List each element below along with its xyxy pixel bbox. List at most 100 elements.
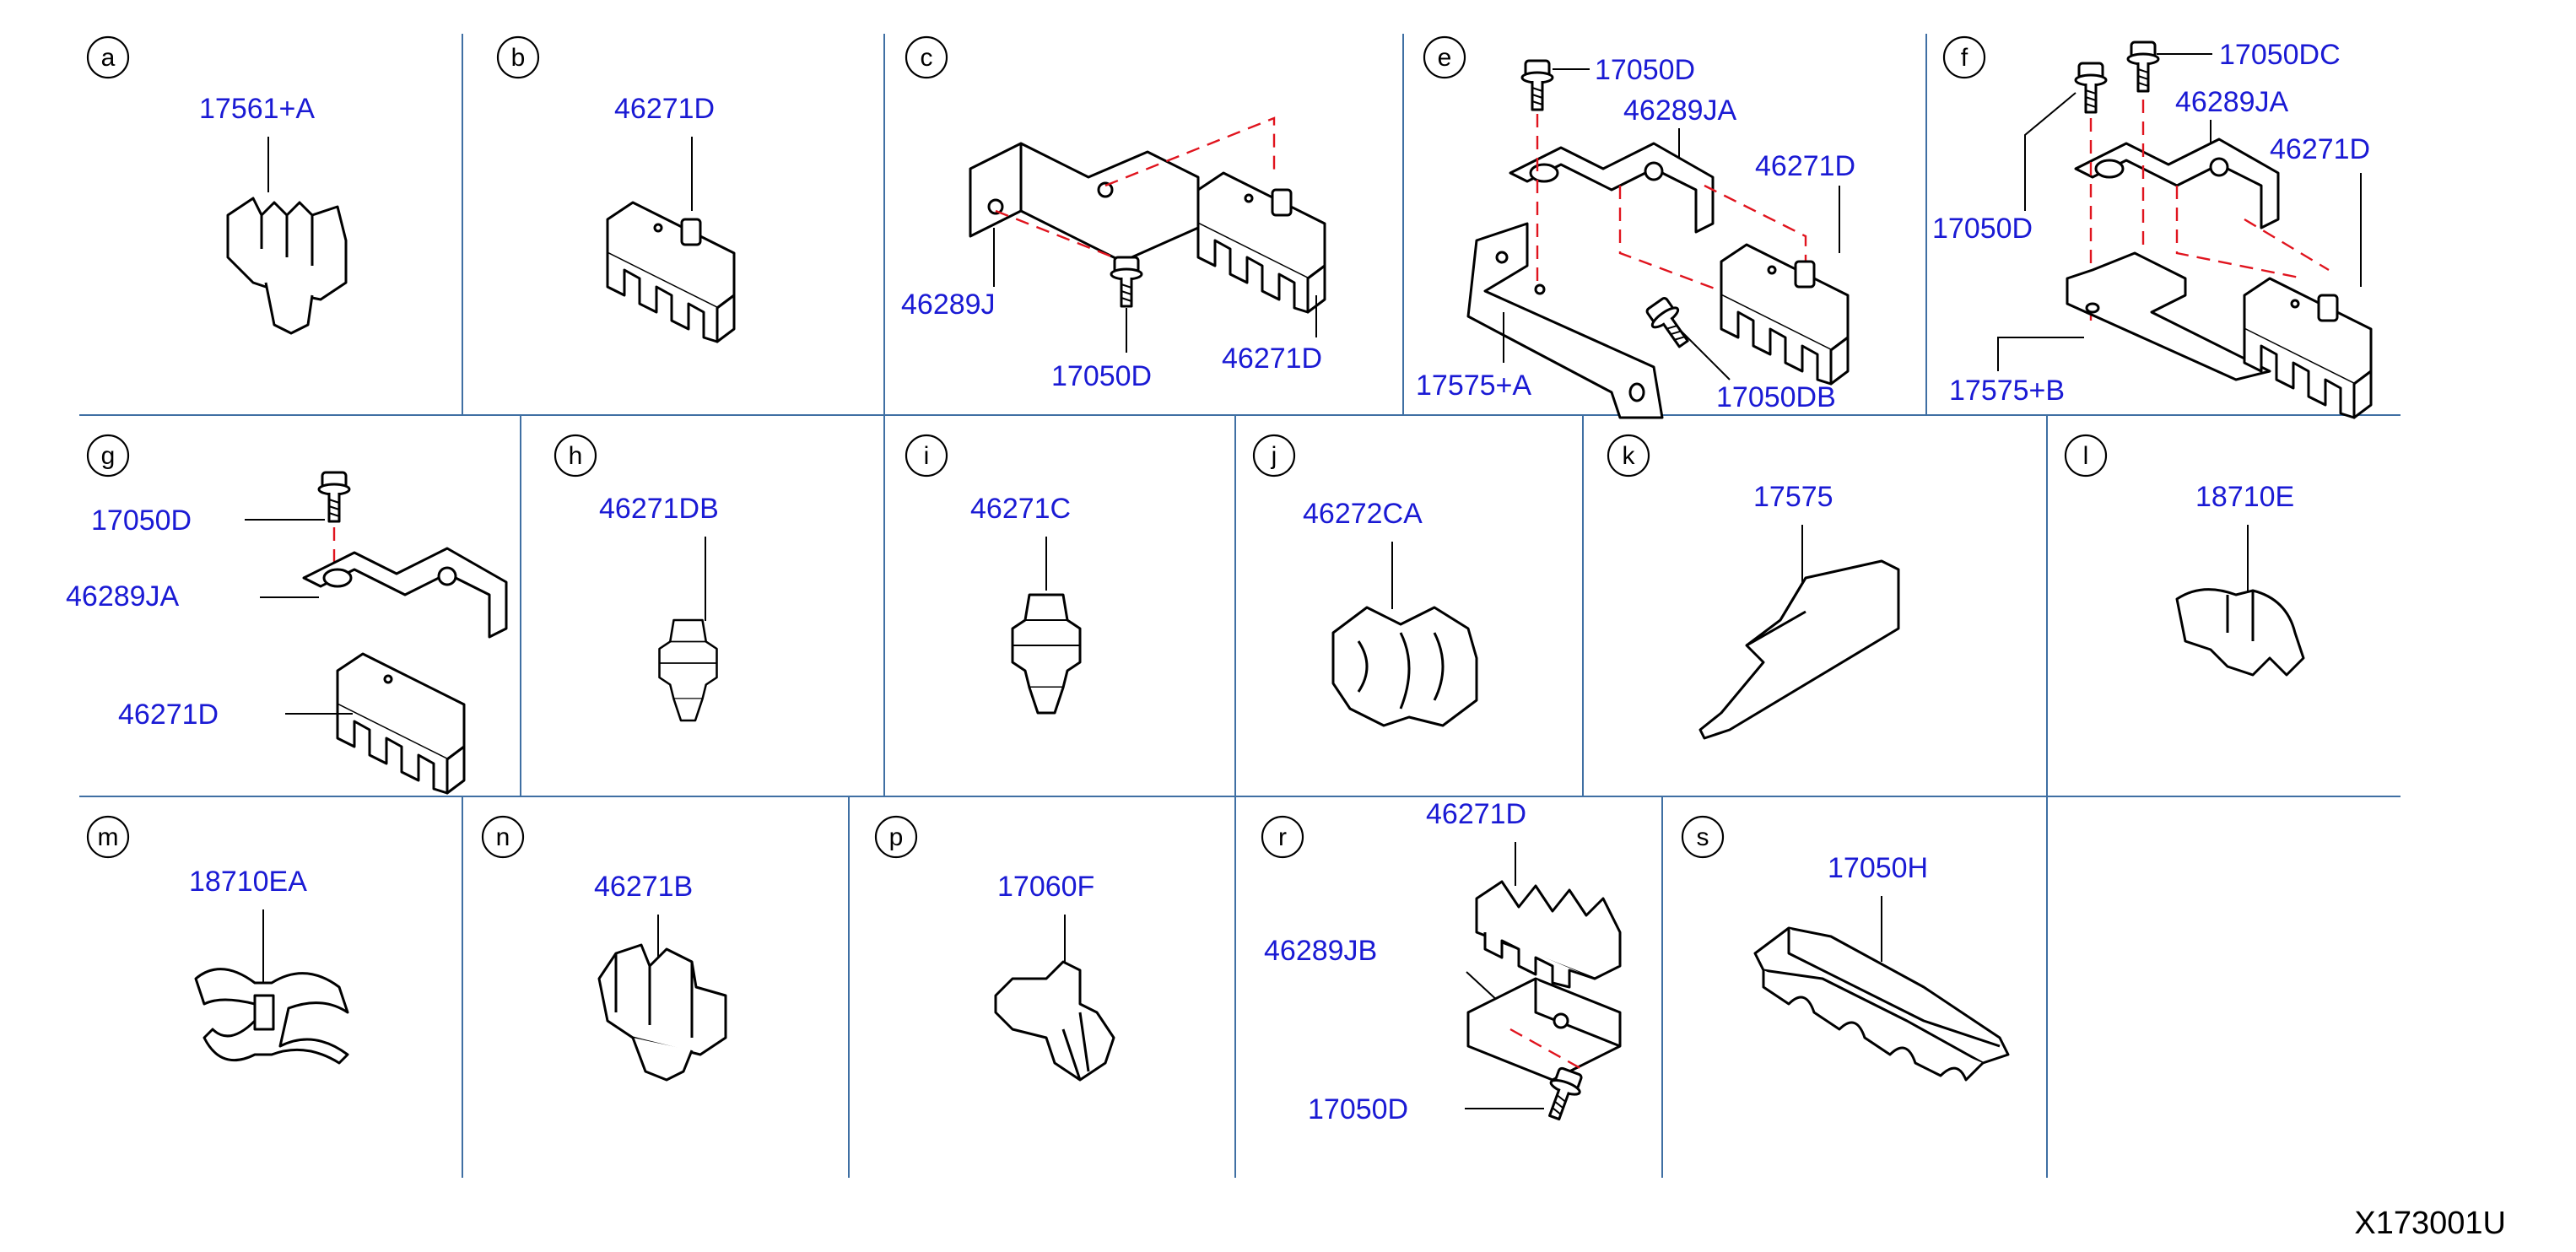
part-label-46271d-c: 46271D xyxy=(1222,343,1322,375)
part-clamp-46271d-g xyxy=(336,652,466,795)
part-label-17050d-c: 17050D xyxy=(1051,360,1152,392)
cell-g: g 17050D 46289JA 46271D xyxy=(66,434,508,795)
svg-text:h: h xyxy=(569,442,583,470)
cell-letter-p: p xyxy=(874,815,918,859)
cell-letter-b: b xyxy=(496,35,540,79)
part-label-17050db: 17050DB xyxy=(1716,381,1836,413)
svg-text:j: j xyxy=(1271,442,1277,470)
cell-f: f 17050DC 46289JA 17050D 46271D 17575+B xyxy=(1932,35,2373,419)
cell-c: c 46289J 17050D 46271D xyxy=(901,35,1326,392)
part-bracket-46289j xyxy=(969,142,1200,263)
svg-text:i: i xyxy=(924,442,930,470)
part-label-17575-b: 17575+B xyxy=(1949,375,2065,407)
part-label-46271d-f: 46271D xyxy=(2270,133,2370,165)
svg-text:c: c xyxy=(921,44,933,72)
part-clip-46271b xyxy=(597,943,727,1082)
part-label-46271d-g: 46271D xyxy=(118,699,219,731)
svg-text:k: k xyxy=(1623,442,1636,470)
part-bracket-17575 xyxy=(1698,559,1900,740)
part-clamp-46271d-e xyxy=(1720,243,1850,386)
cell-letter-j: j xyxy=(1252,434,1296,478)
part-label-46289jb: 46289JB xyxy=(1264,935,1377,967)
svg-text:g: g xyxy=(101,442,116,470)
cell-letter-l: l xyxy=(2064,434,2108,478)
part-label-17575-a: 17575+A xyxy=(1416,370,1531,402)
part-label-18710e: 18710E xyxy=(2195,481,2294,513)
part-clamp-46271d xyxy=(606,201,736,343)
part-clip-46271c xyxy=(1011,593,1082,715)
svg-text:m: m xyxy=(98,823,119,851)
svg-text:e: e xyxy=(1438,44,1452,72)
part-clip-17060f xyxy=(994,960,1115,1082)
cell-p: p 17060F xyxy=(874,815,1115,1082)
part-bracket-46289ja-e xyxy=(1509,142,1715,234)
part-label-46289ja-g: 46289JA xyxy=(66,580,180,613)
part-clamp-46271d-f xyxy=(2243,277,2373,419)
part-label-46271d: 46271D xyxy=(614,93,715,125)
part-label-17050d-f: 17050D xyxy=(1932,213,2033,245)
part-clamp-46271d-c xyxy=(1196,171,1326,314)
part-label-18710ea: 18710EA xyxy=(189,866,307,898)
svg-text:r: r xyxy=(1278,823,1287,851)
cell-s: s 17050H xyxy=(1681,815,2010,1082)
part-label-46271b: 46271B xyxy=(594,871,693,903)
svg-text:s: s xyxy=(1697,823,1709,851)
cell-letter-g: g xyxy=(86,434,130,478)
part-label-17050d-e: 17050D xyxy=(1595,54,1695,86)
svg-text:b: b xyxy=(511,44,526,72)
cell-letter-e: e xyxy=(1423,35,1466,79)
part-label-46272ca: 46272CA xyxy=(1303,498,1423,530)
cell-a: a 17561+A xyxy=(86,35,348,335)
svg-text:l: l xyxy=(2083,442,2089,470)
svg-text:n: n xyxy=(496,823,510,851)
part-bracket-46289ja-g xyxy=(302,547,508,639)
cell-letter-n: n xyxy=(481,815,525,859)
grid xyxy=(79,34,2400,1178)
cell-letter-m: m xyxy=(86,815,130,859)
part-label-46289ja-f: 46289JA xyxy=(2175,86,2289,118)
cell-n: n 46271B xyxy=(481,815,727,1082)
part-clamp-46272ca xyxy=(1331,606,1478,727)
cell-l: l 18710E xyxy=(2064,434,2305,677)
part-label-17575: 17575 xyxy=(1753,481,1833,513)
cell-i: i 46271C xyxy=(905,434,1082,715)
part-clip-17561-a xyxy=(226,197,348,335)
svg-text:f: f xyxy=(1961,44,1968,72)
cell-h: h 46271DB xyxy=(554,434,719,722)
cell-letter-k: k xyxy=(1607,434,1650,478)
cell-j: j 46272CA xyxy=(1252,434,1478,727)
cell-letter-s: s xyxy=(1681,815,1725,859)
part-label-17050h: 17050H xyxy=(1828,852,1928,884)
svg-text:a: a xyxy=(101,44,116,72)
cell-k: k 17575 xyxy=(1607,434,1900,740)
part-label-17050dc: 17050DC xyxy=(2219,39,2341,71)
cell-letter-h: h xyxy=(554,434,597,478)
svg-text:p: p xyxy=(889,823,904,851)
part-clamp-17050h xyxy=(1753,926,2010,1082)
part-label-17050d-r: 17050D xyxy=(1308,1093,1408,1125)
part-label-46289j: 46289J xyxy=(901,289,996,321)
cell-e: e 17050D 46289JA 46271D 17575+A 17050DB xyxy=(1416,35,1855,419)
part-bracket-17575-b xyxy=(2066,251,2271,381)
cell-letter-a: a xyxy=(86,35,130,79)
part-label-46271d-r: 46271D xyxy=(1426,798,1526,830)
part-label-46271d-e: 46271D xyxy=(1755,150,1855,182)
cell-letter-i: i xyxy=(905,434,948,478)
cell-letter-f: f xyxy=(1942,35,1986,79)
part-label-46271c: 46271C xyxy=(970,493,1071,525)
part-clip-18710e xyxy=(2175,588,2305,677)
part-clip-46271db xyxy=(658,618,718,722)
cell-m: m 18710EA xyxy=(86,815,349,1065)
part-label-17561-a: 17561+A xyxy=(199,93,315,125)
part-clamp-46271d-r xyxy=(1475,880,1622,989)
cell-letter-c: c xyxy=(905,35,948,79)
part-label-17060f: 17060F xyxy=(997,871,1094,903)
part-clip-18710ea xyxy=(194,968,349,1065)
part-bracket-17575-a xyxy=(1466,222,1664,419)
part-label-17050d-g: 17050D xyxy=(91,505,192,537)
cell-b: b 46271D xyxy=(496,35,736,343)
cell-letter-r: r xyxy=(1261,815,1304,859)
cell-r: r 46271D 46289JB 17050D xyxy=(1261,798,1622,1125)
part-bracket-46289jb xyxy=(1466,977,1622,1082)
